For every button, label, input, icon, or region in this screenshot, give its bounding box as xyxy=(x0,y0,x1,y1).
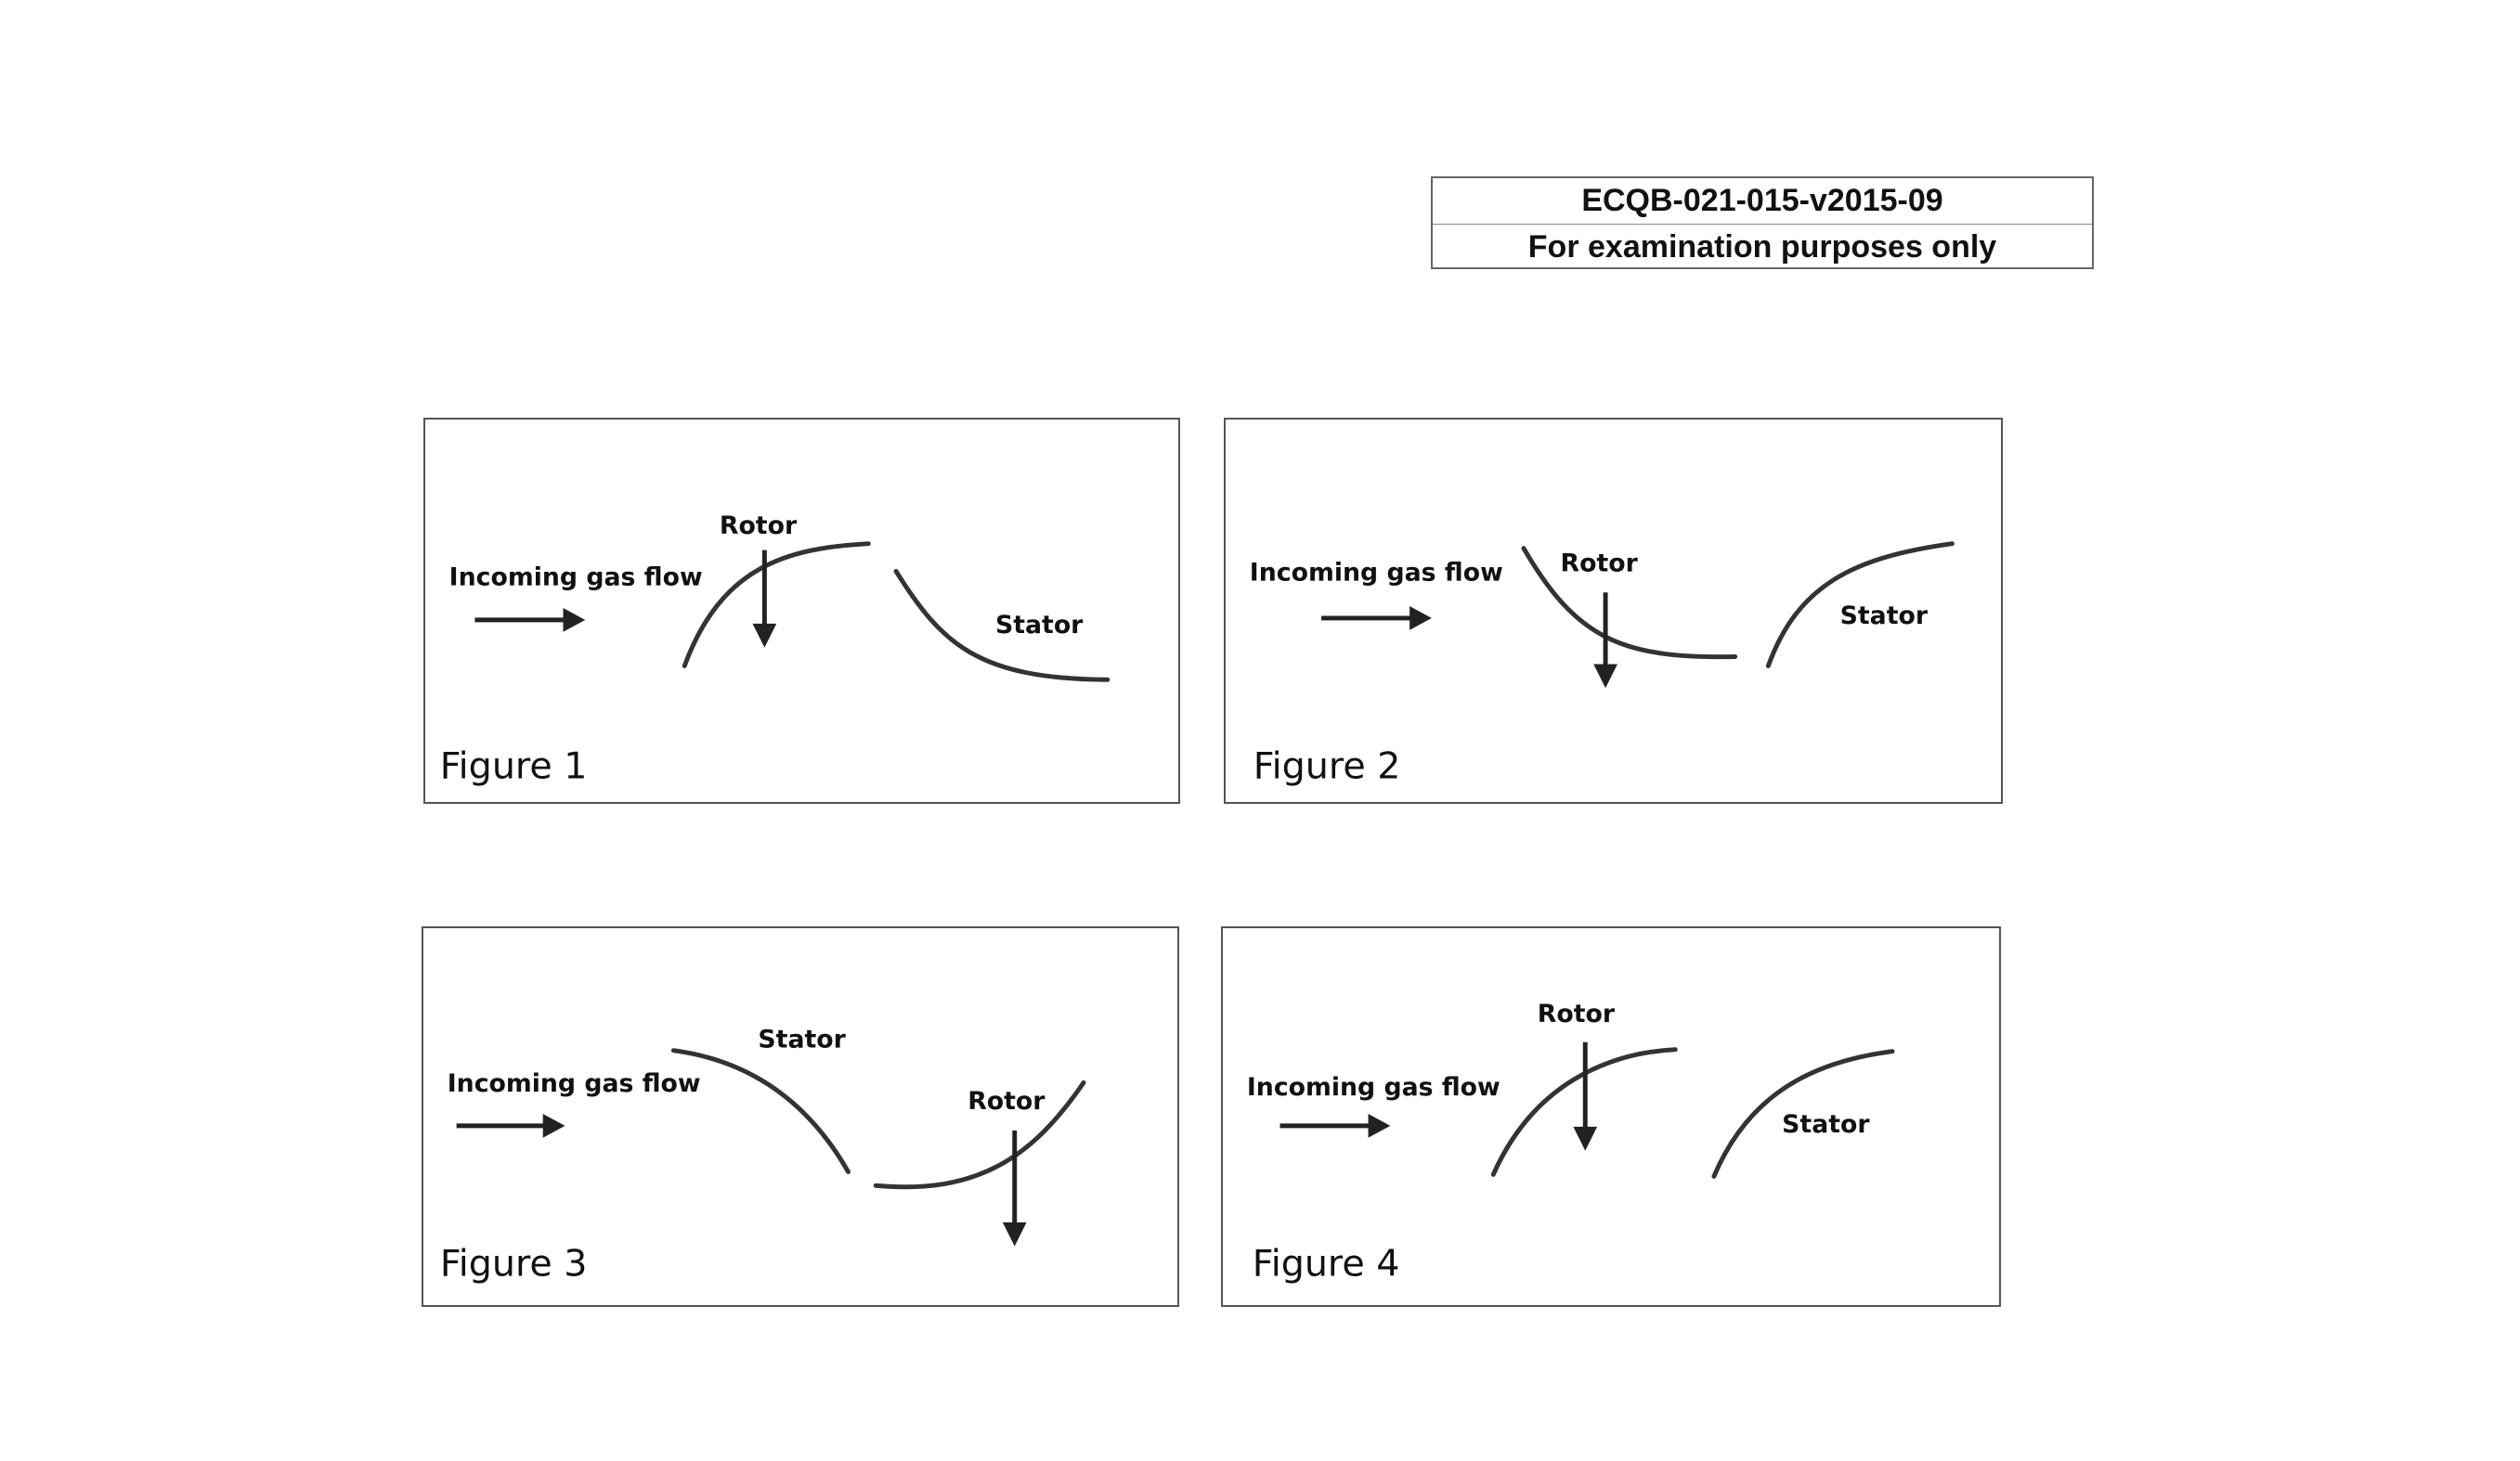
flow-arrow-head xyxy=(1409,606,1432,630)
figure-caption: Figure 4 xyxy=(1253,1242,1400,1285)
rotor-label: Rotor xyxy=(968,1087,1046,1116)
rotor-arrow-head xyxy=(1573,1126,1598,1151)
figure-1-panel: Incoming gas flow Rotor Stator Figure 1 xyxy=(423,418,1180,804)
rotor-label: Rotor xyxy=(1538,1000,1616,1028)
stator-blade xyxy=(670,1048,851,1174)
stator-blade xyxy=(1765,541,1955,668)
figure-3-diagram: Incoming gas flow Stator Rotor Figure 3 xyxy=(440,1026,1086,1285)
flow-arrow-head xyxy=(542,1114,565,1138)
stator-label: Stator xyxy=(995,611,1084,640)
figure-4-panel: Incoming gas flow Rotor Stator Figure 4 xyxy=(1221,926,2001,1307)
rotor-arrow-head xyxy=(1593,664,1617,689)
stator-label: Stator xyxy=(758,1026,846,1054)
stator-label: Stator xyxy=(1782,1110,1870,1139)
stator-blade xyxy=(893,568,1111,682)
flow-label: Incoming gas flow xyxy=(1247,1073,1500,1102)
figure-2-panel: Incoming gas flow Rotor Stator Figure 2 xyxy=(1224,418,2003,804)
document-code: ECQB-021-015-v2015-09 xyxy=(1581,183,1943,218)
rotor-label: Rotor xyxy=(720,511,798,540)
rotor-blade xyxy=(873,1080,1086,1190)
stator-blade xyxy=(1711,1049,1895,1179)
flow-label: Incoming gas flow xyxy=(1250,558,1503,587)
flow-arrow-head xyxy=(563,608,586,632)
flow-label: Incoming gas flow xyxy=(449,562,703,591)
figure-3-panel: Incoming gas flow Stator Rotor Figure 3 xyxy=(422,926,1179,1307)
figure-2-diagram: Incoming gas flow Rotor Stator Figure 2 xyxy=(1250,541,1955,787)
stator-label: Stator xyxy=(1840,601,1929,630)
flow-label: Incoming gas flow xyxy=(448,1069,701,1098)
figure-caption: Figure 3 xyxy=(440,1242,588,1285)
rotor-arrow-head xyxy=(752,623,777,648)
exam-notice: For examination purposes only xyxy=(1433,224,2092,270)
rotor-arrow-head xyxy=(1002,1222,1027,1247)
figure-caption: Figure 2 xyxy=(1254,744,1401,787)
rotor-label: Rotor xyxy=(1561,549,1639,577)
flow-arrow-head xyxy=(1368,1114,1391,1138)
document-id-box: ECQB-021-015-v2015-09 For examination pu… xyxy=(1431,176,2094,269)
rotor-blade xyxy=(682,541,871,668)
figure-4-diagram: Incoming gas flow Rotor Stator Figure 4 xyxy=(1247,1000,1895,1285)
figure-caption: Figure 1 xyxy=(440,744,588,787)
rotor-blade xyxy=(1490,1047,1678,1177)
figure-1-diagram: Incoming gas flow Rotor Stator Figure 1 xyxy=(440,511,1111,787)
